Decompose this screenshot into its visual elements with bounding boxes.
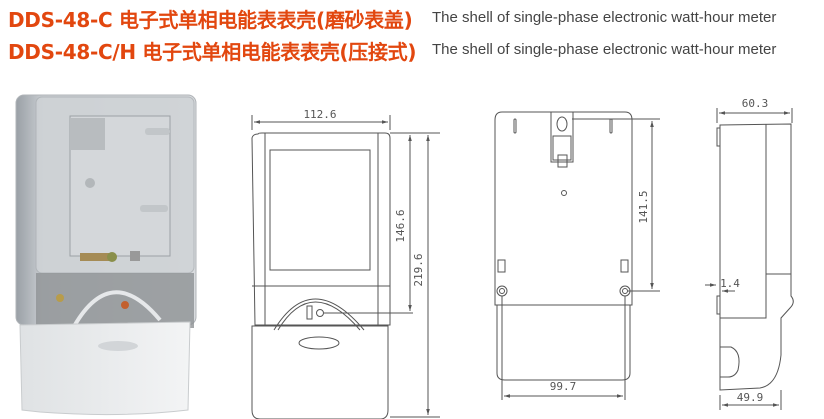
title-en-2: The shell of single-phase electronic wat… bbox=[432, 41, 777, 58]
dim-total-height-label: 219.6 bbox=[412, 253, 425, 286]
title-row-1: DDS-48-C 电子式单相电能表表壳(磨砂表盖) bbox=[8, 4, 413, 32]
dim-mount-width-label: 99.7 bbox=[550, 380, 577, 393]
dim-mount-height-label: 141.5 bbox=[637, 190, 650, 223]
title-cn-2: DDS-48-C/H 电子式单相电能表表壳(压接式) bbox=[8, 39, 417, 64]
dim-bottom-depth-label: 49.9 bbox=[737, 391, 764, 404]
product-photo bbox=[15, 94, 197, 416]
dim-inner-height-label: 146.6 bbox=[394, 209, 407, 242]
title-cn-1: DDS-48-C 电子式单相电能表表壳(磨砂表盖) bbox=[8, 7, 413, 32]
side-view-drawing bbox=[705, 108, 794, 410]
front-view-drawing bbox=[251, 115, 440, 419]
title-en-1: The shell of single-phase electronic wat… bbox=[432, 9, 777, 26]
title-row-2: DDS-48-C/H 电子式单相电能表表壳(压接式) bbox=[8, 36, 417, 64]
dim-width-label: 112.6 bbox=[303, 108, 336, 121]
back-view-drawing bbox=[494, 111, 660, 400]
dim-step-label: 1.4 bbox=[720, 277, 740, 290]
dim-depth-label: 60.3 bbox=[742, 97, 769, 110]
